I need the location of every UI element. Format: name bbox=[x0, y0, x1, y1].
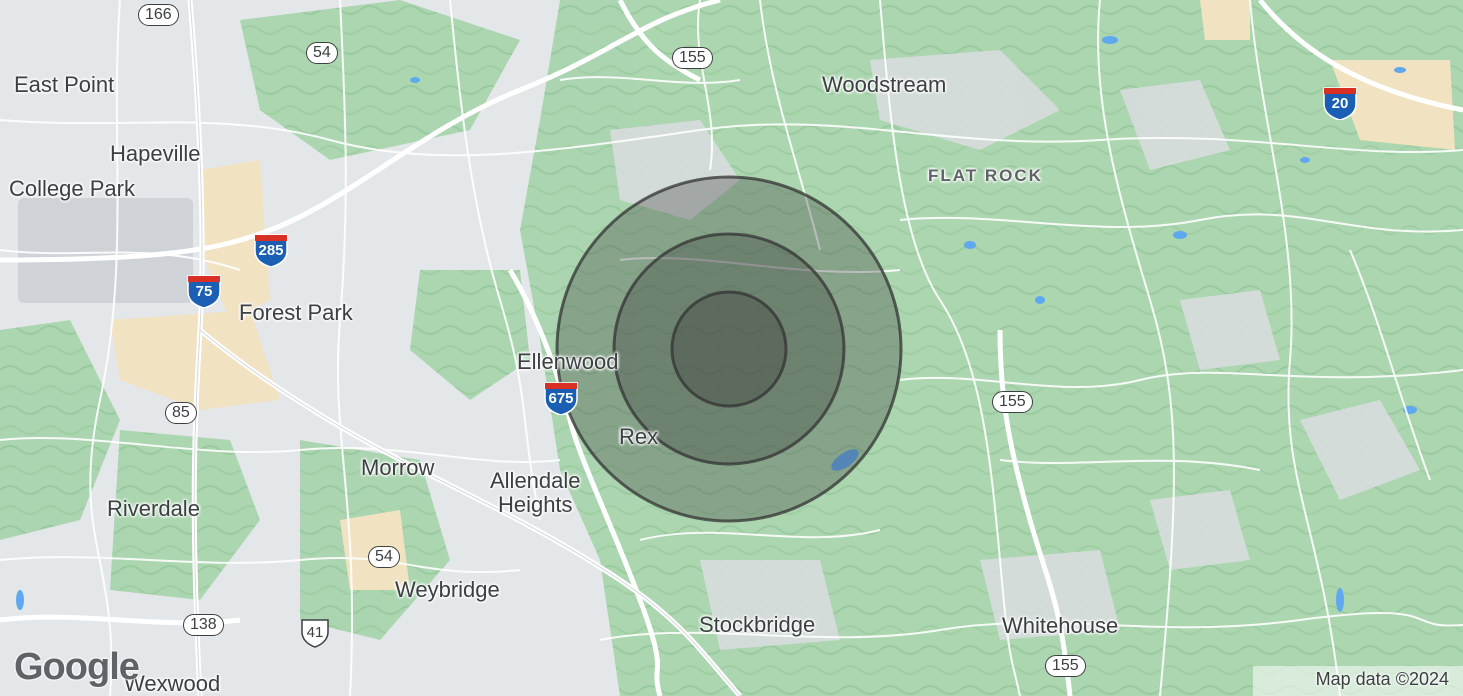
place-label-flat-rock: FLAT ROCK bbox=[928, 166, 1043, 185]
interstate-20-number: 20 bbox=[1331, 95, 1349, 112]
place-label-ellenwood: Ellenwood bbox=[517, 349, 619, 374]
interstate-675-shield: 675 bbox=[543, 377, 579, 416]
place-label-college-park: College Park bbox=[9, 176, 135, 201]
inner-radius-ring bbox=[670, 290, 788, 408]
outer-radius-ring bbox=[555, 175, 903, 523]
place-label-weybridge: Weybridge bbox=[395, 577, 500, 602]
map-data-attribution[interactable]: Map data ©2024 bbox=[1315, 669, 1449, 689]
state-route-54-north-shield: 54 bbox=[306, 42, 338, 64]
attribution-background bbox=[1253, 666, 1463, 696]
place-label-wexwood: Wexwood bbox=[124, 671, 221, 696]
state-route-166-shield: 166 bbox=[138, 4, 179, 26]
place-label-woodstream: Woodstream bbox=[822, 72, 947, 97]
urban-areas bbox=[610, 50, 1420, 650]
state-route-155-east-shield: 155 bbox=[992, 391, 1033, 413]
us-route-41-number: 41 bbox=[306, 624, 324, 641]
place-label-whitehouse: Whitehouse bbox=[1002, 613, 1119, 638]
state-route-155-south-shield: 155 bbox=[1045, 655, 1086, 677]
place-label-morrow: Morrow bbox=[361, 455, 435, 480]
interstate-285-shield: 285 bbox=[253, 229, 289, 268]
interstate-675-number: 675 bbox=[548, 390, 574, 407]
airport-area bbox=[18, 198, 193, 303]
place-label-riverdale: Riverdale bbox=[107, 496, 200, 521]
interstate-20-shield: 20 bbox=[1322, 82, 1358, 121]
us-route-41-shield: 41 bbox=[299, 618, 331, 648]
place-label-allendale-heights: Allendale Heights bbox=[490, 468, 581, 517]
state-route-54-south-shield: 54 bbox=[368, 546, 400, 568]
state-route-155-north-shield: 155 bbox=[672, 47, 713, 69]
place-label-east-point: East Point bbox=[14, 72, 115, 97]
place-label-forest-park: Forest Park bbox=[239, 300, 353, 325]
state-route-138-shield: 138 bbox=[183, 614, 224, 636]
google-logo[interactable]: Google bbox=[14, 646, 140, 688]
radius-rings bbox=[555, 175, 903, 523]
highway-casings bbox=[189, 0, 741, 696]
interstate-75-shield: 75 bbox=[186, 270, 222, 309]
middle-radius-ring bbox=[612, 232, 846, 466]
place-label-stockbridge: Stockbridge bbox=[699, 612, 816, 637]
interstate-75-number: 75 bbox=[195, 283, 213, 300]
state-route-85-shield: 85 bbox=[165, 402, 197, 424]
water-bodies bbox=[16, 36, 1417, 612]
interstate-285-number: 285 bbox=[258, 242, 284, 259]
place-label-hapeville: Hapeville bbox=[110, 141, 201, 166]
place-label-rex: Rex bbox=[619, 424, 659, 449]
